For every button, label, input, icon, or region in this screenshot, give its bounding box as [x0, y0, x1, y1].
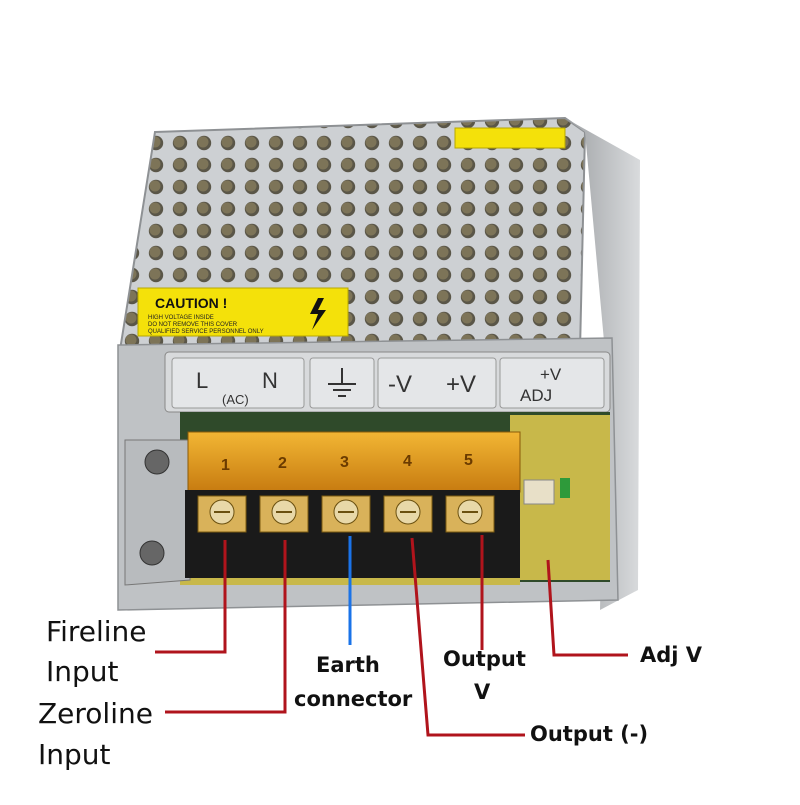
- terminal-number-1: 1: [221, 457, 230, 474]
- panel-plus-v: +V: [446, 371, 476, 398]
- terminal-number-2: 2: [278, 455, 287, 472]
- terminal-block: [185, 431, 521, 578]
- caution-line-2: DO NOT REMOVE THIS COVER: [148, 322, 238, 328]
- case-side: [565, 118, 640, 610]
- label-output-neg: Output (-): [530, 722, 649, 746]
- label-earth-2: connector: [294, 687, 413, 711]
- terminal-number-4: 4: [403, 453, 412, 470]
- earth-ground-icon: [328, 368, 356, 397]
- terminal-number-3: 3: [340, 454, 349, 471]
- terminal-numbers: 1 2 3 4 5: [221, 452, 473, 474]
- terminal-label-panel: L N (AC) -V +V +V ADJ: [164, 351, 611, 413]
- leader-fireline: [155, 540, 227, 654]
- panel-n: N: [262, 368, 278, 393]
- terminal-screws: [197, 495, 495, 533]
- caution-title: CAUTION !: [155, 295, 227, 311]
- leader-zeroline: [165, 540, 287, 714]
- panel-adj-bottom: ADJ: [520, 386, 552, 405]
- leader-lines: [155, 535, 628, 737]
- label-output-v-2: V: [474, 680, 491, 704]
- label-zeroline-2: Input: [38, 738, 111, 771]
- caution-line-3: QUALIFIED SERVICE PERSONNEL ONLY: [148, 329, 264, 335]
- mounting-bracket: [124, 439, 191, 586]
- lightning-icon: [310, 298, 326, 330]
- leader-adj-v: [546, 559, 628, 657]
- rating-sticker: [454, 127, 566, 149]
- caution-sticker: CAUTION ! HIGH VOLTAGE INSIDE DO NOT REM…: [137, 287, 349, 337]
- terminal-number-5: 5: [464, 452, 473, 469]
- panel-ac: (AC): [222, 392, 249, 407]
- caution-line-1: HIGH VOLTAGE INSIDE: [148, 315, 214, 321]
- label-output-v-1: Output: [443, 647, 526, 671]
- label-adj-v: Adj V: [640, 643, 703, 667]
- panel-minus-v: -V: [388, 371, 412, 398]
- label-zeroline-1: Zeroline: [38, 697, 153, 730]
- label-fireline-2: Input: [46, 655, 119, 688]
- leader-output-neg: [410, 537, 525, 737]
- panel-l: L: [196, 368, 208, 393]
- panel-adj-top: +V: [540, 365, 562, 384]
- label-fireline-1: Fireline: [46, 615, 147, 648]
- label-earth-1: Earth: [316, 653, 380, 677]
